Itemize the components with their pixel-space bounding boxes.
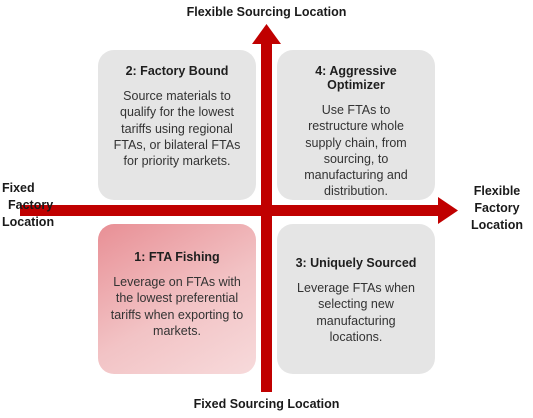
axis-label-line: Factory (8, 197, 54, 212)
axis-label-line: Factory (474, 200, 520, 215)
axis-label-line: Flexible (473, 184, 521, 198)
quadrant-description: Leverage on FTAs with the lowest prefere… (110, 275, 244, 338)
horizontal-axis-arrowhead (438, 197, 458, 224)
axis-label-right: Flexible Factory Location (462, 183, 532, 234)
axis-label-left: Fixed Factory Location (2, 180, 64, 231)
quadrant-title: 3: Uniquely Sourced (295, 256, 417, 270)
axis-label-bottom: Fixed Sourcing Location (193, 397, 340, 411)
quadrant-description: Leverage FTAs when selecting new manufac… (297, 281, 415, 344)
axis-label-line: Location (470, 217, 524, 232)
axis-label-line: Fixed (2, 181, 35, 195)
axis-label-line: Location (2, 214, 55, 229)
vertical-axis-arrowhead (252, 24, 281, 44)
quadrant-uniquely-sourced: 3: Uniquely Sourced Leverage FTAs when s… (277, 224, 435, 374)
quadrant-aggressive-optimizer: 4: Aggressive Optimizer Use FTAs to rest… (277, 50, 435, 200)
quadrant-description: Source materials to qualify for the lowe… (113, 89, 241, 168)
quadrant-description: Use FTAs to restructure whole supply cha… (304, 103, 408, 199)
quadrant-factory-bound: 2: Factory Bound Source materials to qua… (98, 50, 256, 200)
quadrant-fta-fishing: 1: FTA Fishing Leverage on FTAs with the… (98, 224, 256, 374)
quadrant-title: 4: Aggressive Optimizer (315, 64, 397, 92)
horizontal-axis-shaft (20, 205, 438, 216)
quadrant-title: 2: Factory Bound (125, 64, 229, 78)
axis-label-top: Flexible Sourcing Location (186, 5, 347, 19)
quadrant-title: 1: FTA Fishing (134, 250, 220, 264)
vertical-axis-shaft (261, 42, 272, 392)
